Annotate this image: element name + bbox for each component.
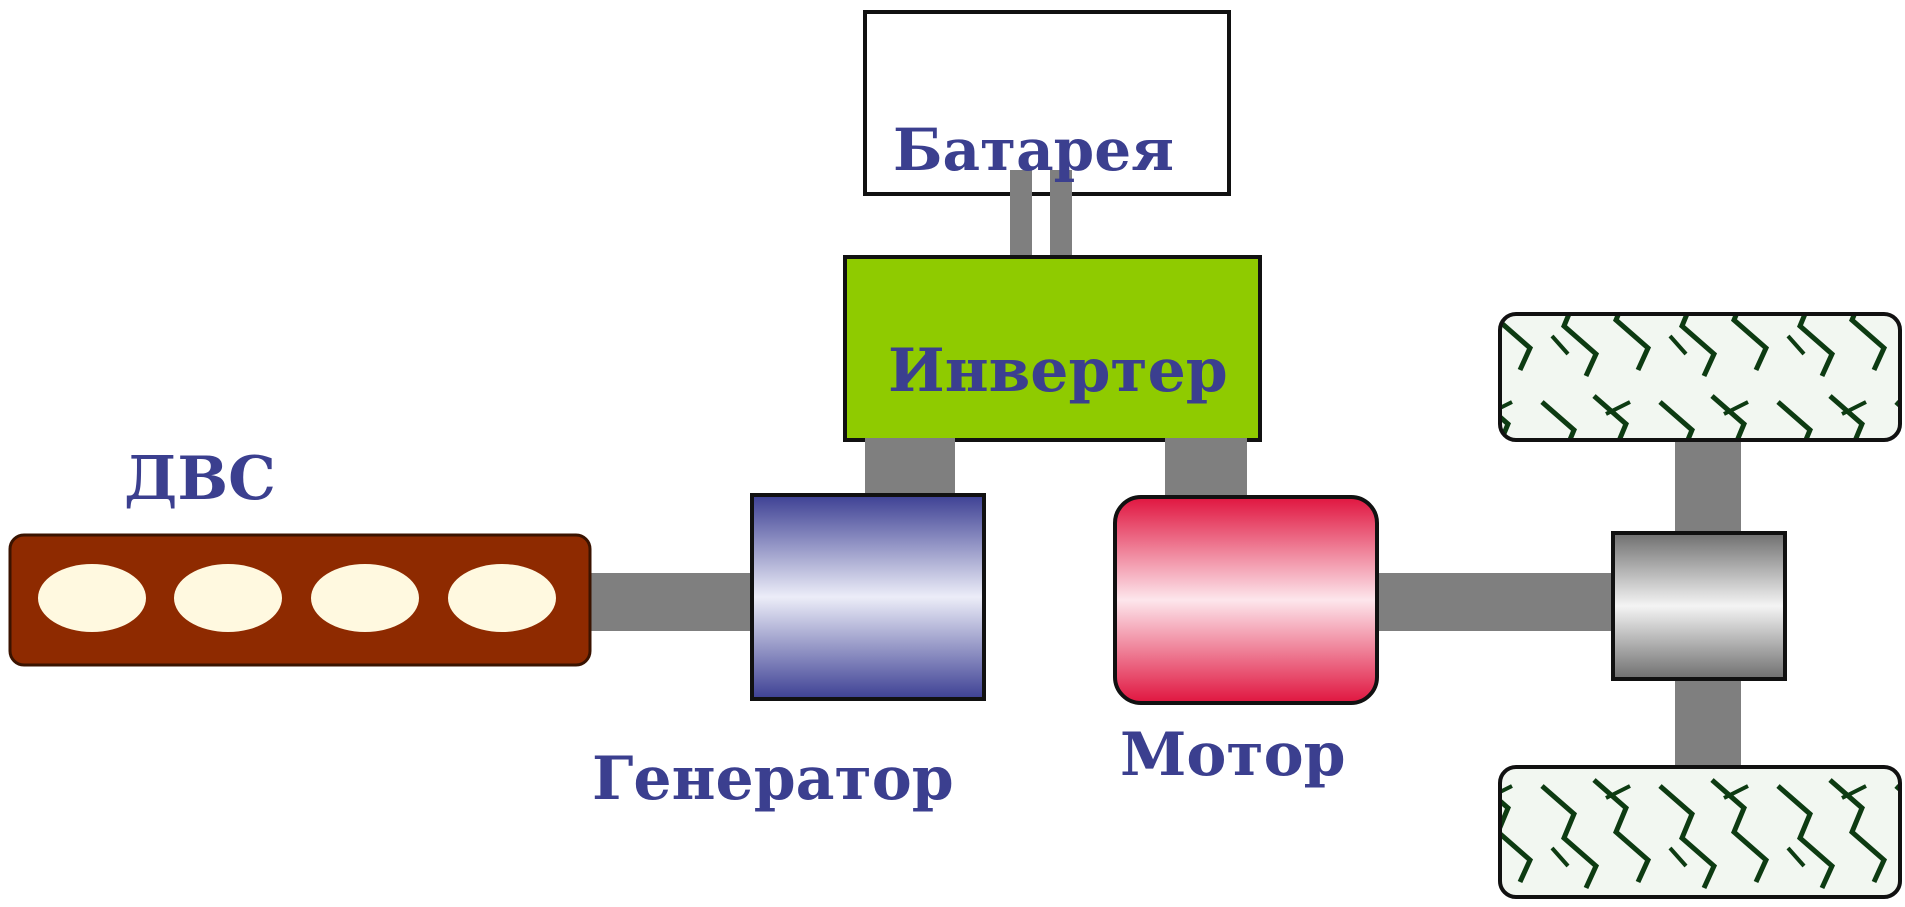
motor-label: Мотор [1120,720,1346,790]
ice-cylinder-1 [38,564,146,632]
ice-block [8,533,592,667]
battery-label: Батарея [893,116,1174,184]
ice-cylinder-3 [311,564,419,632]
ice-cylinder-4 [448,564,556,632]
inverter-generator-link [865,438,955,498]
axle-upper [1675,436,1741,536]
inverter-label: Инвертер [888,336,1228,406]
ice-shaft [585,573,755,631]
battery-cable-left [1010,170,1032,258]
differential-block [1611,531,1787,681]
generator-block [750,493,986,701]
axle-lower [1675,676,1741,776]
wheel-top [1498,312,1902,442]
inverter-motor-link [1165,438,1247,498]
ice-cylinder-2 [174,564,282,632]
ice-label: ДВС [124,444,276,514]
battery-box [863,10,1231,196]
wheel-bottom [1498,765,1902,899]
battery-cable-right [1050,170,1072,258]
inverter-box [843,255,1262,442]
generator-label: Генератор [592,744,954,814]
motor-block [1113,495,1379,705]
motor-shaft [1375,573,1615,631]
